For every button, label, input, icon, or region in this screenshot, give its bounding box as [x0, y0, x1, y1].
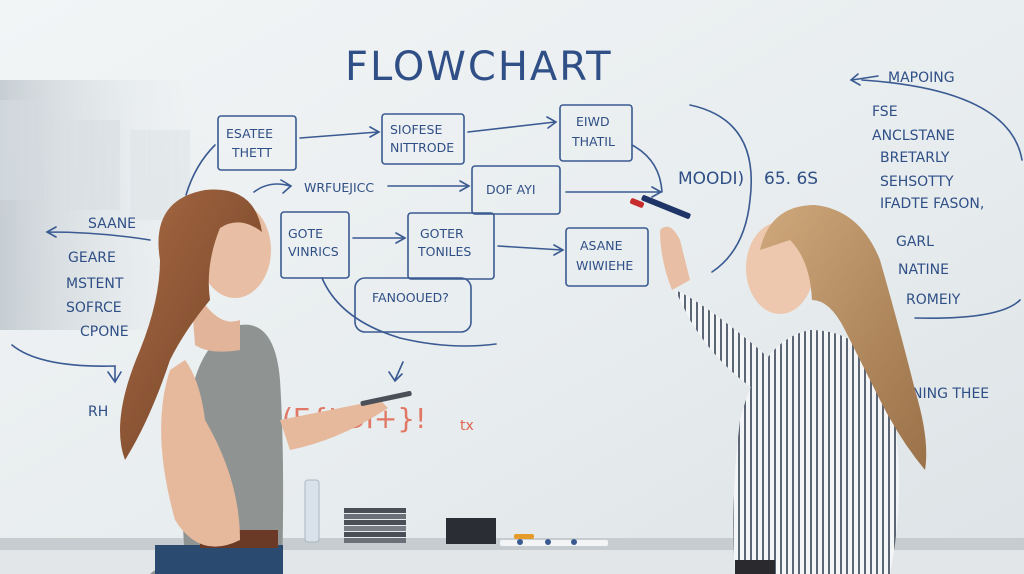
flowchart-connectors — [11, 73, 1023, 384]
node-1-line-1: ESATEE — [226, 126, 273, 141]
left-list-item-2: GEARE — [68, 250, 116, 266]
right-list-item-9: ROMEIY — [906, 292, 961, 308]
node-5-line-1: DOF AYI — [486, 182, 536, 197]
node-box-8 — [565, 227, 649, 287]
stacked-books — [344, 508, 406, 543]
right-person-arm — [675, 290, 790, 400]
eraser-box — [446, 518, 496, 544]
node-6-line-1: GOTE — [288, 226, 323, 241]
node-box-6 — [280, 211, 350, 279]
node-texts: ESATEE THETT SIOFESE NITTRODE EIWD THATI… — [226, 114, 633, 305]
label-moodi: MOODI) — [678, 169, 744, 189]
node-box-2 — [381, 113, 465, 165]
node-6-line-2: VINRICS — [288, 244, 339, 259]
left-list-item-1: SAANE — [88, 216, 136, 232]
left-person-arm — [161, 360, 240, 547]
left-person-skirt — [155, 545, 283, 574]
node-3-line-1: EIWD — [576, 114, 610, 129]
right-list: MAPOING FSE ANCLSTANE BRETARLY SEHSOTTY … — [872, 70, 989, 402]
node-7-line-1: GOTER — [420, 226, 464, 241]
right-list-item-3: ANCLSTANE — [872, 128, 955, 144]
board-title: FLOWCHART — [345, 44, 613, 90]
node-7-line-2: TONILES — [417, 244, 471, 259]
right-list-item-6: IFADTE FASON, — [880, 196, 984, 212]
node-box-1 — [217, 115, 297, 171]
right-list-item-1: MAPOING — [888, 70, 955, 86]
red-note-text: tx — [460, 418, 474, 434]
right-list-item-4: BRETARLY — [880, 150, 950, 166]
flowchart-boxes — [217, 104, 649, 333]
person-right — [629, 195, 927, 574]
left-bottom-text: RH — [88, 404, 108, 420]
node-8-line-1: ASANE — [580, 238, 623, 253]
right-list-item-7: GARL — [896, 234, 934, 250]
left-list-item-4: SOFRCE — [66, 300, 122, 316]
right-list-item-10: NING THEE — [912, 386, 989, 402]
left-person-hair — [120, 189, 262, 460]
right-labels: MOODI) 65. 6S — [678, 169, 818, 189]
label-6565: 65. 6S — [764, 169, 818, 189]
node-4-line-1: WRFUEJICC — [304, 180, 374, 195]
left-list: SAANE GEARE MSTENT SOFRCE CPONE RH — [66, 216, 136, 420]
node-2-line-1: SIOFESE — [390, 122, 442, 137]
node-box-7 — [407, 212, 495, 280]
node-box-5 — [471, 165, 561, 215]
right-person-hair — [760, 205, 927, 470]
node-8-line-2: WIWIEHE — [576, 258, 633, 273]
node-box-3 — [559, 104, 633, 162]
node-9-line-1: FANOOUED? — [372, 290, 449, 305]
node-3-line-2: THATIL — [571, 134, 615, 149]
person-left — [120, 189, 412, 574]
node-2-line-2: NITTRODE — [390, 140, 454, 155]
right-list-item-2: FSE — [872, 104, 898, 120]
node-box-9 — [354, 277, 472, 333]
right-list-item-8: NATINE — [898, 262, 949, 278]
node-1-line-2: THETT — [231, 145, 272, 160]
left-list-item-3: MSTENT — [66, 276, 124, 292]
left-list-item-5: CPONE — [80, 324, 129, 340]
water-bottle — [304, 479, 320, 543]
right-list-item-5: SEHSOTTY — [880, 174, 954, 190]
